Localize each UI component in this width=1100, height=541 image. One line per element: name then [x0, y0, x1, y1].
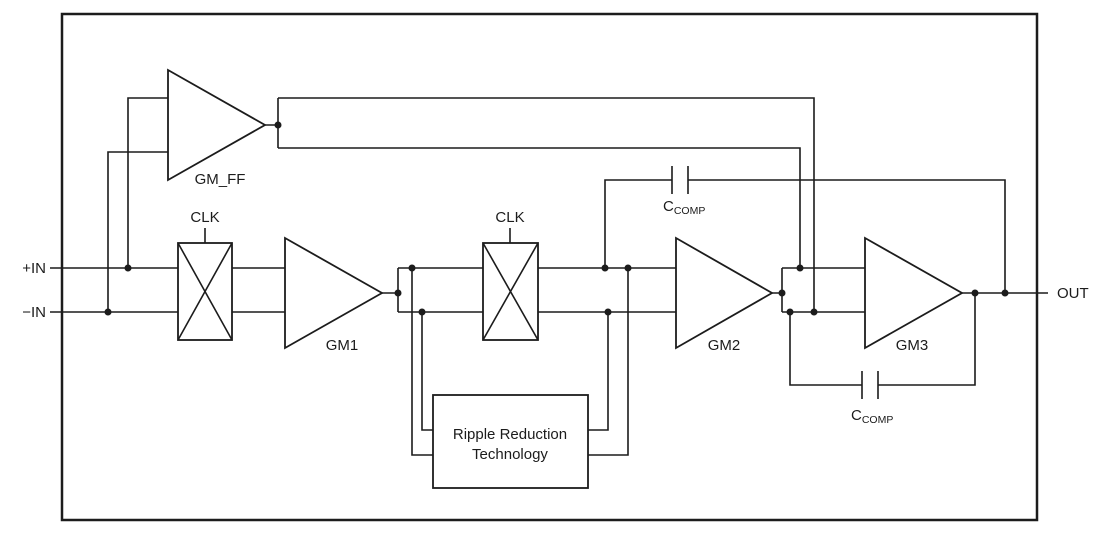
junction-dot [1001, 289, 1009, 297]
ccomp-top-label-main: C [663, 198, 674, 215]
ccomp-top-label: CCOMP [663, 198, 705, 217]
junction-dot [786, 308, 794, 316]
junction-dot [104, 308, 112, 316]
device-boundary-box [60, 12, 1039, 522]
wire-ccomp-bottom-right [878, 293, 976, 386]
chopper-input [177, 242, 233, 341]
ccomp-bottom-label-sub: COMP [862, 414, 894, 426]
junction-dot [778, 289, 786, 297]
junction-dot [418, 308, 426, 316]
wire-rrt-left-upper [411, 268, 433, 456]
junction-dot [971, 289, 979, 297]
gm-ff-label: GM_FF [195, 171, 246, 188]
junction-dot [624, 264, 632, 272]
gm2-label: GM2 [708, 337, 741, 354]
wire-rrt-right-upper [588, 268, 629, 456]
junction-dot [601, 264, 609, 272]
wire-gm1-output-split [382, 268, 399, 312]
junction-dot [394, 289, 402, 297]
minus-in-label: −IN [22, 304, 46, 321]
ccomp-top-label-sub: COMP [674, 205, 706, 217]
wire-rrt-left-lower [421, 312, 433, 431]
wire-rrt-right-lower [588, 312, 609, 431]
clk-label-chopper1: CLK [190, 209, 219, 226]
chopper-input-cross [177, 242, 233, 341]
gm1-amplifier [284, 236, 384, 350]
rrt-label-line1: Ripple Reduction [453, 426, 567, 443]
ccomp-bottom-label: CCOMP [851, 407, 893, 426]
junction-dot [604, 308, 612, 316]
junction-dots [104, 121, 1009, 316]
wire-gmff-lower-input [107, 151, 168, 312]
rrt-label-line2: Technology [472, 446, 548, 463]
chopper-output-cross [482, 242, 539, 341]
gm-ff-amplifier [167, 68, 267, 182]
junction-dot [796, 264, 804, 272]
wire-ccomp-bottom-left [789, 312, 862, 386]
wire-feedforward-lower [278, 147, 801, 268]
junction-dot [274, 121, 282, 129]
junction-dot [810, 308, 818, 316]
gm3-label: GM3 [896, 337, 929, 354]
gm1-label: GM1 [326, 337, 359, 354]
wire-ccomp-top-right [688, 179, 1006, 293]
junction-dot [124, 264, 132, 272]
out-label: OUT [1057, 285, 1089, 302]
gm2-amplifier [675, 236, 774, 350]
ccomp-bottom-label-main: C [851, 407, 862, 424]
junction-dot [408, 264, 416, 272]
ripple-reduction-block [432, 394, 589, 489]
gm3-amplifier [864, 236, 964, 350]
capacitor-plates-bottom [861, 371, 879, 399]
wire-feedforward-upper [278, 97, 815, 312]
capacitor-plates-top [671, 166, 689, 194]
wire-gmff-upper-input [127, 97, 168, 268]
plus-in-label: +IN [22, 260, 46, 277]
clk-label-chopper2: CLK [495, 209, 524, 226]
wire-ccomp-top-left [604, 179, 672, 268]
chopper-output [482, 242, 539, 341]
